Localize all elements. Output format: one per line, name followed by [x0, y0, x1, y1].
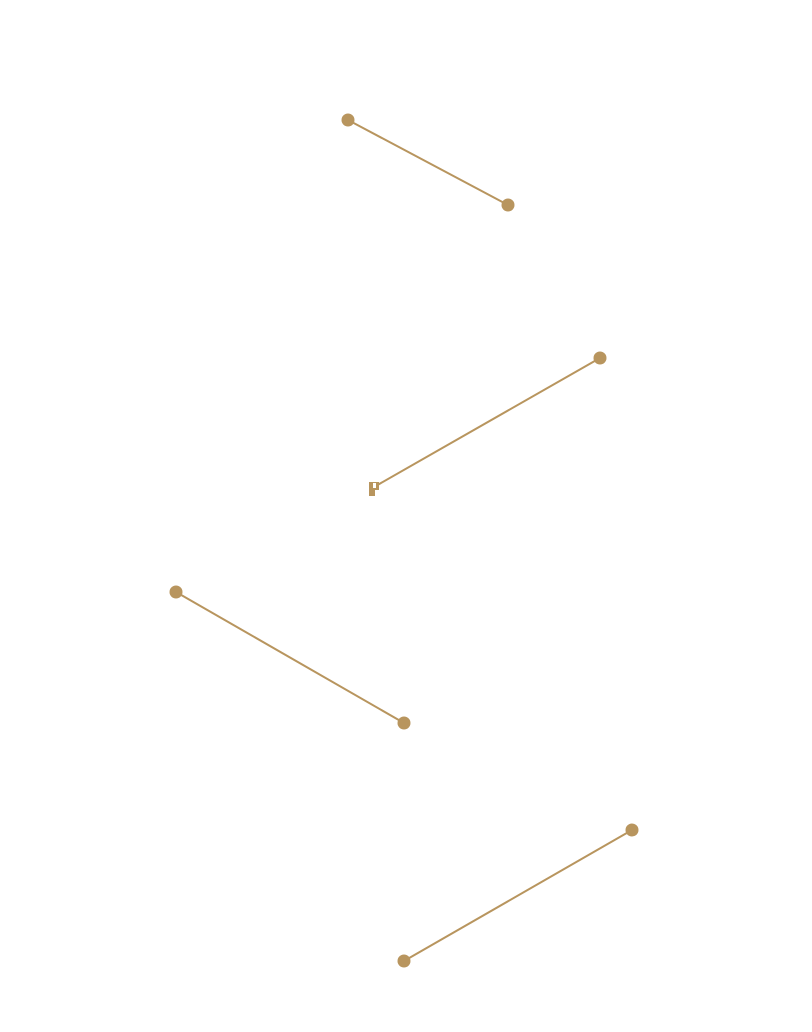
connector-1-start-handle[interactable]: [341, 113, 355, 127]
connector-3-end-handle[interactable]: [397, 716, 411, 730]
connector-4-start-handle[interactable]: [625, 823, 639, 837]
connector-2-end-marker-gap: [373, 483, 376, 488]
connector-4-end-handle[interactable]: [397, 954, 411, 968]
connector-2-end-marker[interactable]: [369, 482, 379, 496]
connector-3[interactable]: [169, 585, 411, 730]
connector-1[interactable]: [341, 113, 515, 212]
connector-2[interactable]: [369, 351, 607, 497]
connector-2-start-handle[interactable]: [593, 351, 607, 365]
connector-2-end-marker-stem: [369, 490, 375, 496]
connector-3-start-handle[interactable]: [169, 585, 183, 599]
connector-4[interactable]: [397, 823, 639, 968]
connector-1-line[interactable]: [347, 119, 509, 206]
connector-1-end-handle[interactable]: [501, 198, 515, 212]
connector-2-line[interactable]: [373, 357, 601, 488]
connector-3-line[interactable]: [175, 591, 405, 724]
connector-4-line[interactable]: [403, 829, 633, 962]
